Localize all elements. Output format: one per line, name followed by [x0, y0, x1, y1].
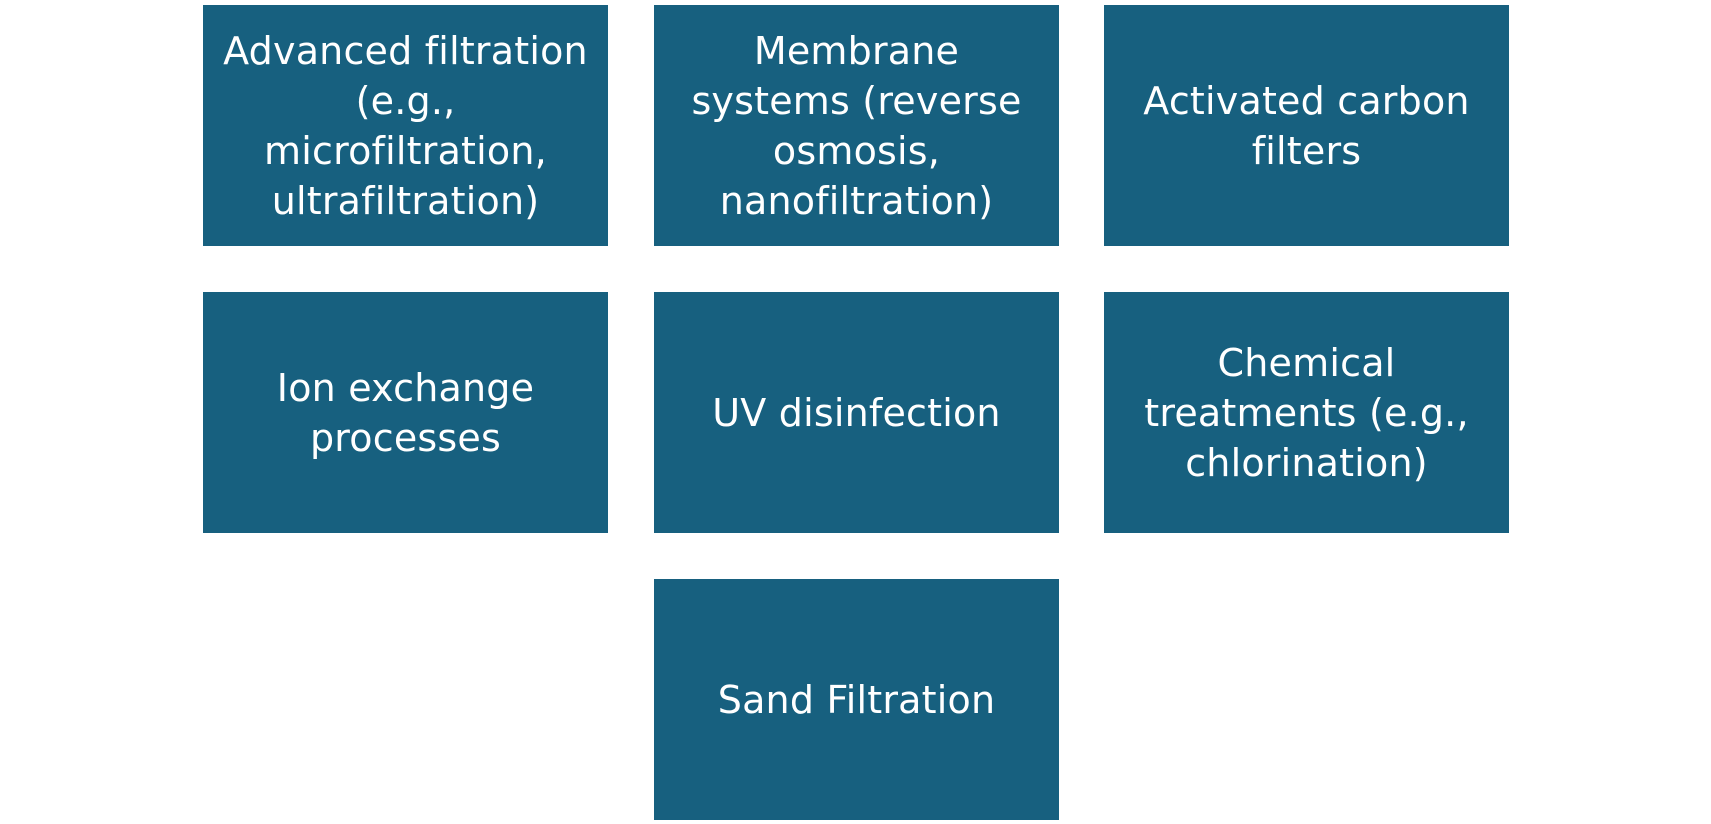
box-membrane-systems: Membrane systems (reverse osmosis, nanof… — [654, 5, 1059, 246]
box-label: Chemical treatments (e.g., chlorination) — [1144, 340, 1469, 485]
box-label: UV disinfection — [712, 390, 1001, 435]
box-uv-disinfection: UV disinfection — [654, 292, 1059, 533]
box-ion-exchange: Ion exchange processes — [203, 292, 608, 533]
box-activated-carbon-filters: Activated carbon filters — [1104, 5, 1509, 246]
box-advanced-filtration: Advanced filtration (e.g., microfiltrati… — [203, 5, 608, 246]
box-label: Activated carbon filters — [1143, 78, 1470, 173]
box-label: Advanced filtration (e.g., microfiltrati… — [223, 28, 588, 223]
box-label: Sand Filtration — [717, 677, 996, 722]
box-chemical-treatments: Chemical treatments (e.g., chlorination) — [1104, 292, 1509, 533]
box-sand-filtration: Sand Filtration — [654, 579, 1059, 820]
box-label: Membrane systems (reverse osmosis, nanof… — [691, 28, 1022, 223]
box-label: Ion exchange processes — [276, 365, 535, 460]
